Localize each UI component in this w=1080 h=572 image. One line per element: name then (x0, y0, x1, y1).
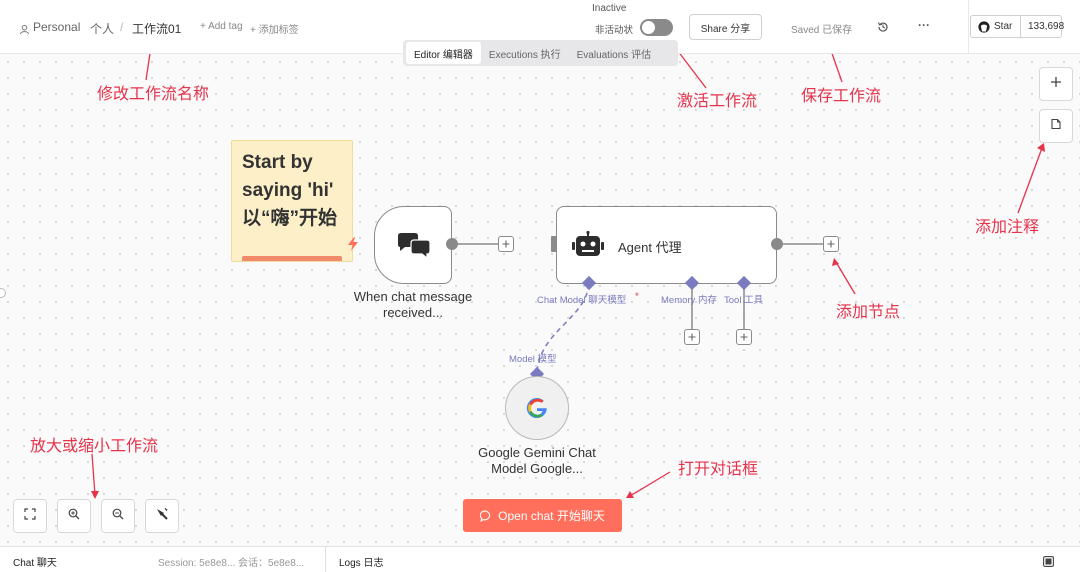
logs-panel-tab[interactable]: Logs 日志 (339, 558, 384, 569)
annotation-open-dialog: 打开对话框 (678, 461, 759, 478)
open-chat-label: Open chat 开始聊天 (498, 509, 605, 523)
zoom-in-button[interactable] (57, 499, 91, 533)
model-output-label: Model 模型 (509, 354, 557, 365)
workflow-name[interactable]: 工作流01 (132, 22, 182, 36)
open-chat-button[interactable]: Open chat 开始聊天 (463, 499, 622, 532)
add-node-button[interactable] (1039, 67, 1073, 101)
plus-icon (1050, 75, 1062, 93)
breadcrumb-personal[interactable]: Personal (33, 20, 81, 34)
annotation-add-node: 添加节点 (836, 304, 901, 321)
trigger-node-label: When chat message received... (353, 289, 473, 320)
toggle-label: 非活动状 (595, 25, 634, 36)
agent-node-label: Agent 代理 (618, 240, 682, 255)
trigger-output-handle[interactable] (446, 238, 458, 250)
zoom-out-button[interactable] (101, 499, 135, 533)
add-sticky-note-button[interactable] (1039, 109, 1073, 143)
sticky-note[interactable]: Start by saying 'hi' 以“嗨”开始 (231, 140, 353, 262)
agent-input-handle[interactable] (551, 236, 558, 252)
annotation-activate: 激活工作流 (677, 93, 758, 110)
history-icon[interactable] (877, 20, 889, 38)
user-icon (19, 22, 30, 40)
bolt-icon (347, 237, 359, 256)
zoom-in-icon (68, 507, 80, 525)
session-label: Session: 5e8e8... 会话：5e8e8... (158, 558, 305, 569)
chat-bubbles-icon (396, 232, 432, 265)
tool-label: Tool 工具 (724, 295, 764, 306)
chat-trigger-node[interactable] (374, 206, 452, 284)
robot-icon (572, 230, 604, 264)
workflow-canvas[interactable] (0, 54, 1080, 546)
required-mark: * (635, 291, 639, 302)
footer-divider (325, 547, 326, 572)
status-label: Inactive (592, 3, 627, 14)
trigger-add-next-button[interactable] (498, 236, 514, 252)
tidy-up-button[interactable] (145, 499, 179, 533)
add-tag-link-cn[interactable]: + 添加标签 (250, 25, 299, 36)
tab-executions[interactable]: Executions 执行 (488, 49, 561, 61)
note-icon (1050, 117, 1062, 135)
agent-add-next-button[interactable] (823, 236, 839, 252)
toggle-knob (642, 21, 655, 34)
side-panel-handle[interactable] (0, 288, 6, 298)
annotation-zoom: 放大或缩小工作流 (30, 438, 159, 455)
annotation-add-note: 添加注释 (975, 219, 1040, 236)
fit-view-button[interactable] (13, 499, 47, 533)
annotation-rename: 修改工作流名称 (97, 86, 210, 103)
share-button[interactable]: Share 分享 (689, 14, 762, 40)
sticky-note-bar (242, 256, 342, 261)
memory-label: Memory 内存 (661, 295, 717, 306)
more-menu[interactable]: ··· (918, 18, 930, 32)
add-tag-link[interactable]: + Add tag (200, 21, 243, 32)
gemini-node-label: Google Gemini Chat Model Google... (478, 445, 596, 476)
plus-icon (827, 240, 835, 248)
activate-toggle[interactable] (640, 19, 673, 36)
chat-icon (480, 510, 492, 522)
popout-icon[interactable] (1043, 554, 1054, 572)
google-icon (526, 397, 548, 419)
github-icon (978, 20, 990, 33)
sticky-note-text: Start by saying 'hi' 以“嗨”开始 (242, 152, 338, 229)
breadcrumb-personal-cn[interactable]: 个人 (90, 22, 115, 36)
star-label: Star (994, 21, 1013, 32)
tab-evaluations[interactable]: Evaluations 评估 (576, 49, 652, 61)
github-star-button[interactable]: Star 133,698 (970, 15, 1065, 38)
tidy-up-icon (155, 507, 169, 526)
chat-model-label: Chat Model 聊天模型 (537, 295, 627, 306)
plus-icon (740, 333, 748, 341)
agent-output-handle[interactable] (771, 238, 783, 250)
gemini-chat-model-node[interactable] (505, 376, 569, 440)
add-memory-button[interactable] (684, 329, 700, 345)
view-tabs: Editor 编辑器 Executions 执行 Evaluations 评估 (403, 40, 678, 66)
saved-label[interactable]: Saved 已保存 (791, 25, 853, 36)
github-area: Star 133,698 (968, 0, 1080, 54)
star-count: 133,698 (1028, 21, 1065, 32)
bottom-bar: Chat 聊天 Session: 5e8e8... 会话：5e8e8... Lo… (0, 546, 1080, 572)
fit-view-icon (24, 507, 36, 525)
agent-node[interactable]: Agent 代理 (556, 206, 777, 284)
plus-icon (502, 240, 510, 248)
plus-icon (688, 333, 696, 341)
breadcrumb-separator: / (120, 20, 124, 34)
tab-editor[interactable]: Editor 编辑器 (406, 42, 481, 64)
chat-panel-tab[interactable]: Chat 聊天 (13, 558, 57, 569)
annotation-save: 保存工作流 (801, 88, 882, 105)
add-tool-button[interactable] (736, 329, 752, 345)
zoom-out-icon (112, 507, 124, 525)
